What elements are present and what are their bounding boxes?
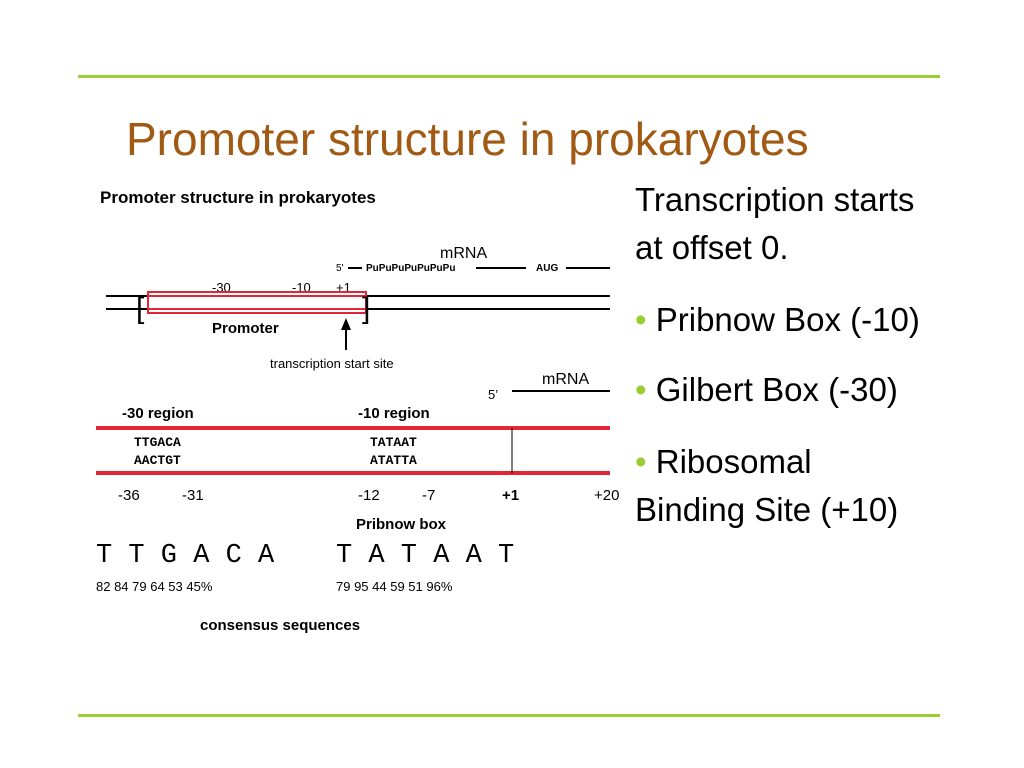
- seq30-bottom: AACTGT: [134, 453, 181, 468]
- five-prime-bottom: 5’: [488, 387, 498, 402]
- consensus-pct30: 82 84 79 64 53 45%: [96, 579, 213, 594]
- promoter-label: Promoter: [212, 320, 279, 337]
- position-minus31: -31: [182, 487, 204, 504]
- bullet-gilbert: • Gilbert Box (-30): [635, 370, 898, 410]
- bracket-right: ]: [362, 292, 370, 325]
- five-prime-top: 5': [336, 263, 344, 274]
- bullet-ribosomal: • Ribosomal: [635, 442, 812, 482]
- promoter-highlight: [147, 291, 367, 314]
- consensus-pct10: 79 95 44 59 51 96%: [336, 579, 453, 594]
- bottom-divider: [78, 714, 940, 717]
- bullet-icon: •: [635, 371, 647, 408]
- mrna-label-top: mRNA: [440, 245, 487, 262]
- region-minus10-label: -10 region: [358, 405, 430, 422]
- position-plus1: +1: [502, 487, 519, 504]
- position-minus36: -36: [118, 487, 140, 504]
- bullet-gilbert-text: Gilbert Box (-30): [655, 371, 898, 408]
- bracket-left: [: [136, 292, 145, 325]
- position-minus12: -12: [358, 487, 380, 504]
- promoter-diagram: Promoter structure in prokaryotes mRNA 5…: [96, 188, 619, 634]
- mrna-label-bottom: mRNA: [542, 371, 589, 388]
- pu-sequence: PuPuPuPuPuPuPu: [366, 263, 455, 274]
- consensus-label: consensus sequences: [200, 617, 360, 634]
- aug-codon: AUG: [536, 263, 558, 274]
- figure-title: Promoter structure in prokaryotes: [100, 188, 376, 207]
- seq10-top: TATAAT: [370, 435, 417, 450]
- consensus-seq30: T T G A C A: [96, 541, 275, 571]
- intro-line-2: at offset 0.: [635, 229, 789, 266]
- seq30-top: TTGACA: [134, 435, 181, 450]
- bullet-pribnow: • Pribnow Box (-10): [635, 300, 920, 340]
- tss-arrowhead: [341, 318, 351, 330]
- seq10-bottom: ATATTA: [370, 453, 417, 468]
- tss-label: transcription start site: [270, 356, 394, 371]
- intro-line-1: Transcription starts: [635, 181, 915, 218]
- slide-title: Promoter structure in prokaryotes: [126, 113, 809, 165]
- pribnow-box-label: Pribnow box: [356, 516, 447, 533]
- bullet-pribnow-text: Pribnow Box (-10): [655, 301, 920, 338]
- bullet-ribosomal-continued: Binding Site (+10): [635, 491, 899, 528]
- bullet-ribosomal-text: Ribosomal: [655, 443, 812, 480]
- bullet-icon: •: [635, 443, 647, 480]
- consensus-seq10: T A T A A T: [336, 541, 514, 571]
- top-divider: [78, 75, 940, 78]
- bullet-icon: •: [635, 301, 647, 338]
- position-minus7: -7: [422, 487, 435, 504]
- region-minus30-label: -30 region: [122, 405, 194, 422]
- position-plus20: +20: [594, 487, 619, 504]
